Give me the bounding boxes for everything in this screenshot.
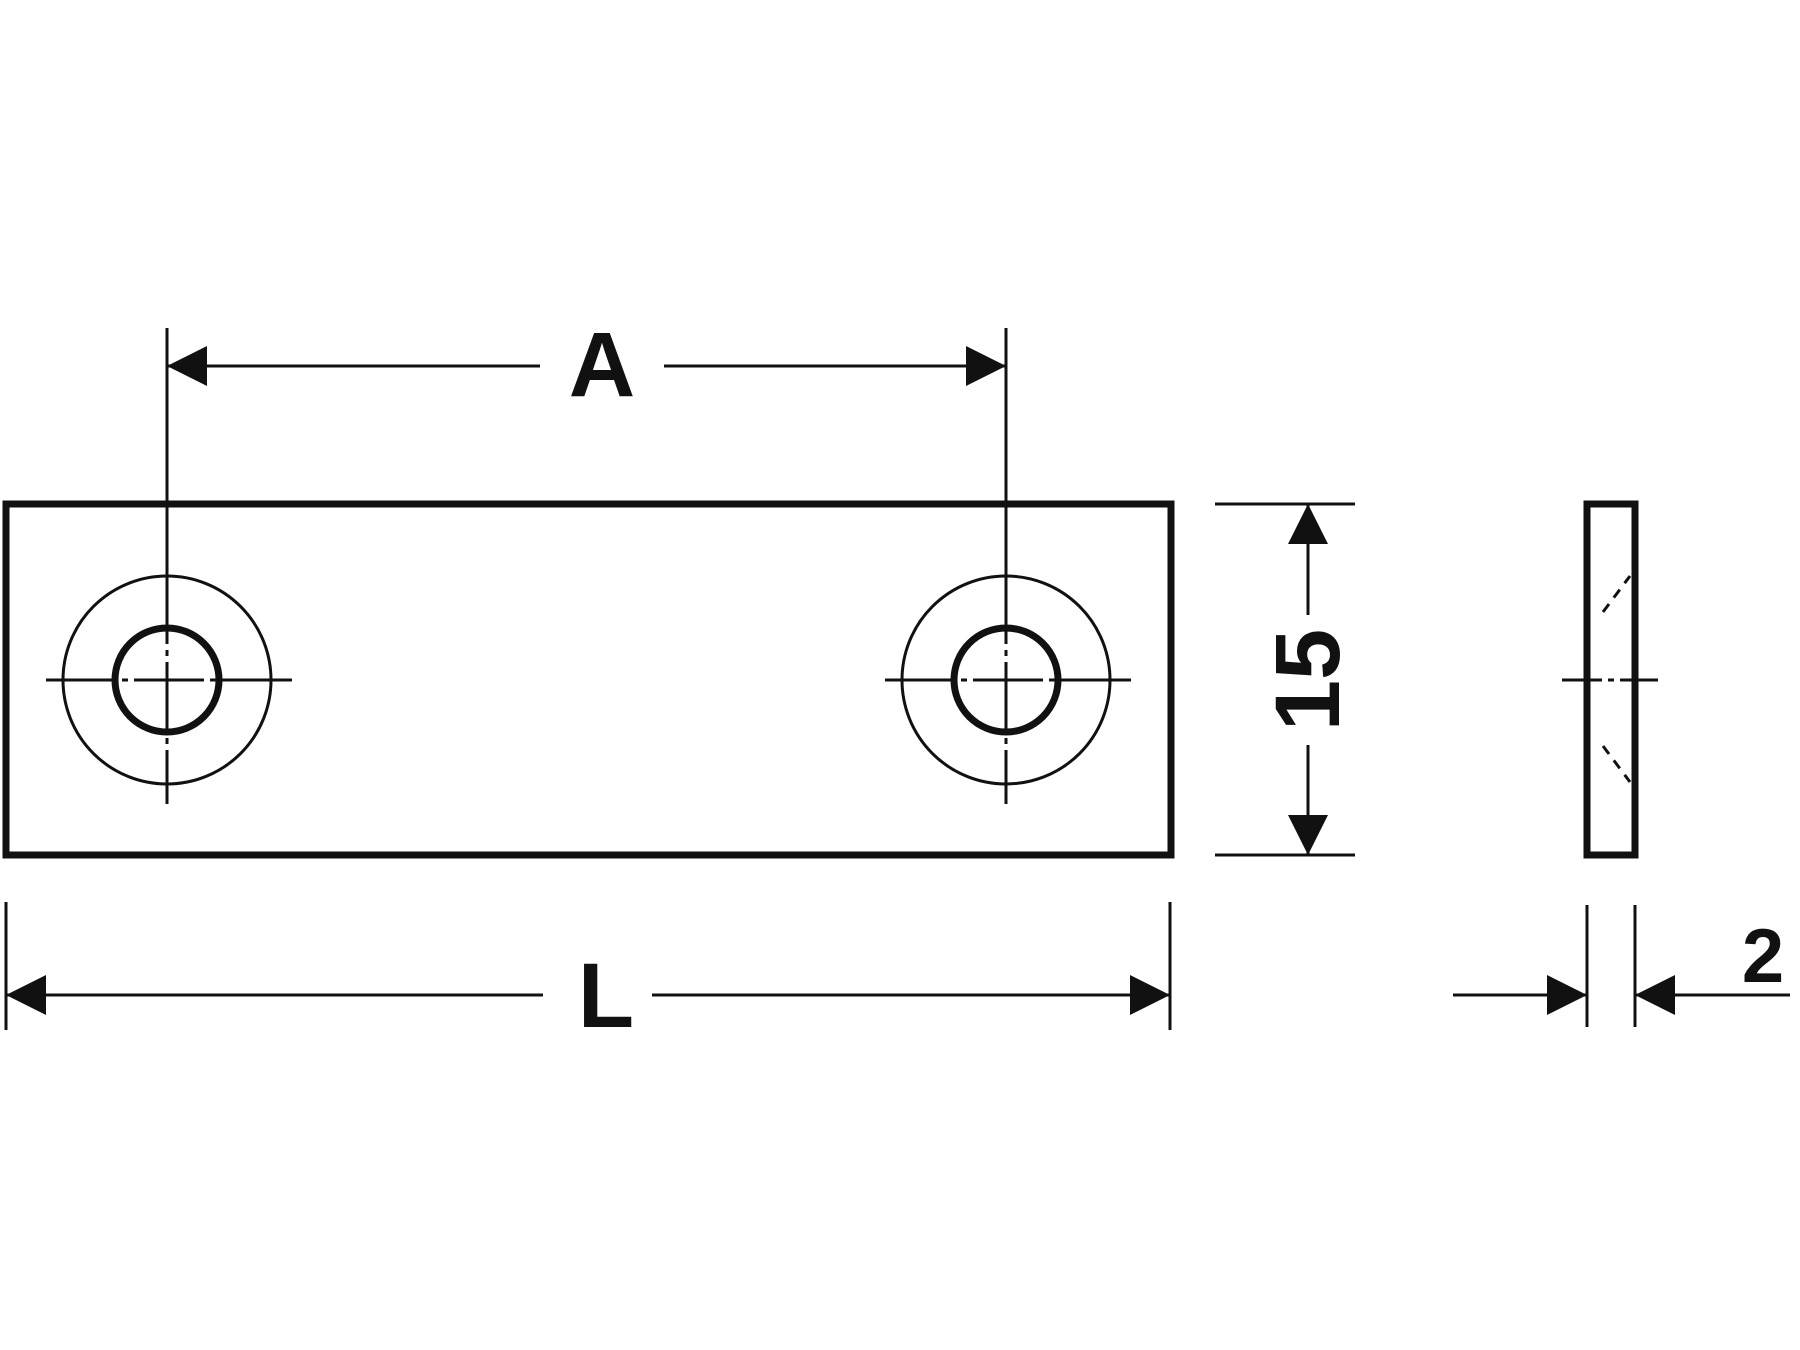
- dimension-a-label: A: [569, 314, 635, 416]
- left-hole: [46, 574, 292, 804]
- side-view-hidden-countersink-top: [1601, 575, 1632, 613]
- front-view: [2, 500, 1175, 859]
- dimension-l: [4, 902, 1172, 1030]
- side-view-hidden-countersink-bottom: [1601, 745, 1632, 783]
- dimension-l-label: L: [578, 945, 634, 1047]
- dimension-thickness: [1453, 905, 1790, 1027]
- right-hole: [885, 574, 1131, 804]
- dimension-a: [165, 328, 1008, 574]
- dimension-height-label: 15: [1257, 629, 1359, 731]
- side-view: [1562, 500, 1658, 859]
- dimension-height: [1215, 502, 1355, 857]
- dimension-thickness-label: 2: [1742, 914, 1784, 999]
- plate-outline: [2, 500, 1175, 859]
